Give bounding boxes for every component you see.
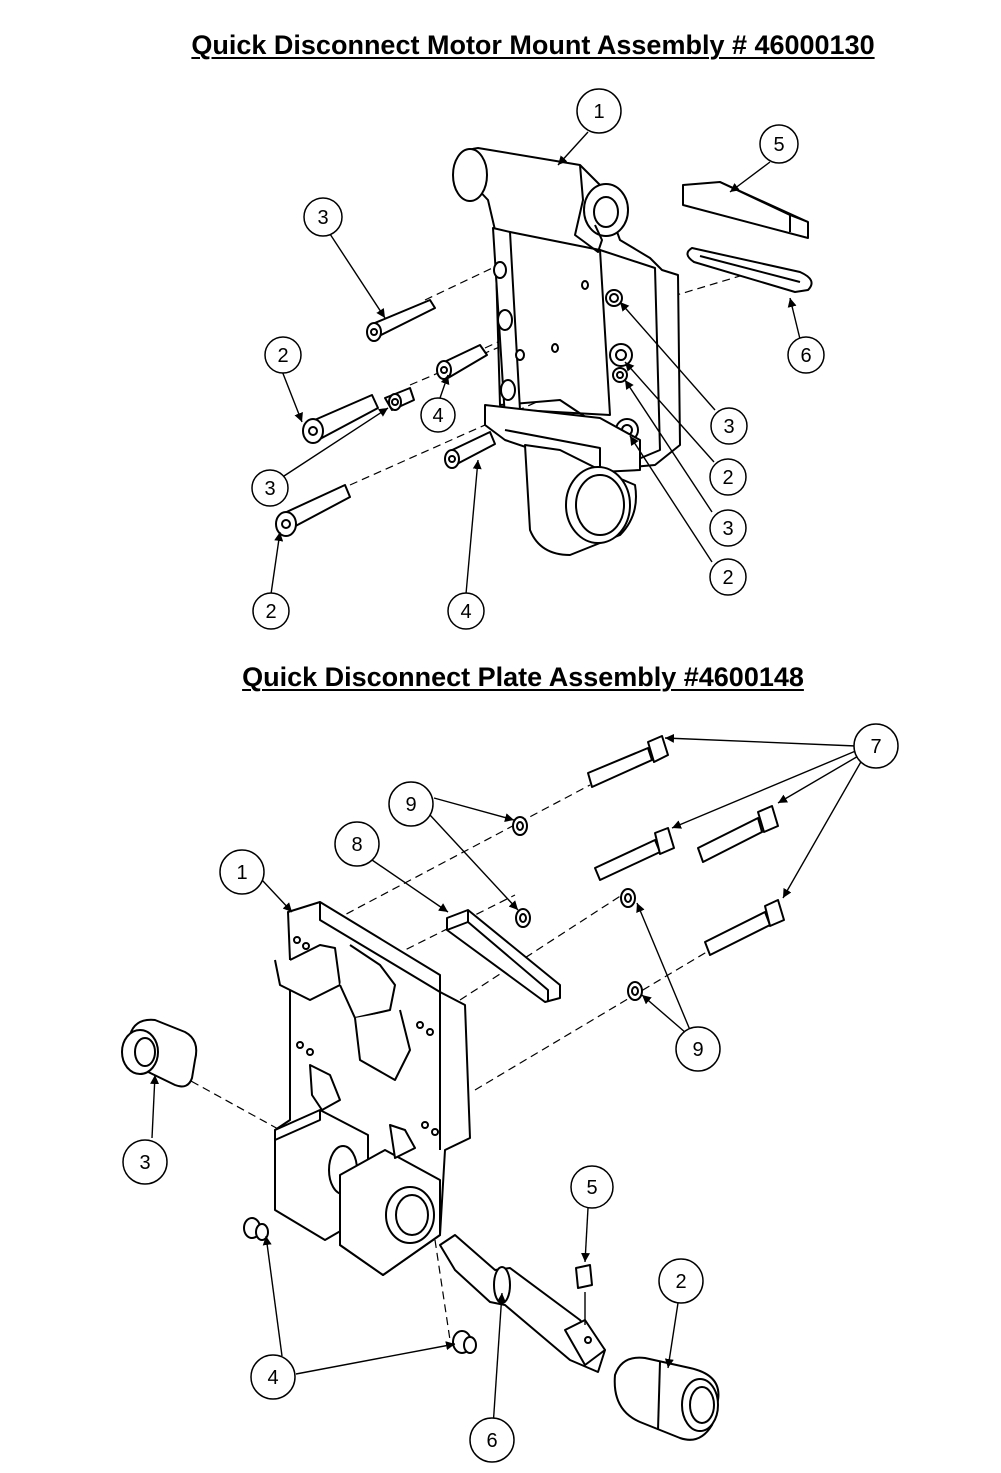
callout-label: 2	[722, 467, 733, 489]
set-screw	[575, 1264, 593, 1289]
callout-label: 7	[870, 736, 881, 758]
callout-bubble: 2	[709, 558, 747, 596]
callout-bubble: 3	[251, 469, 289, 507]
socket-head-screws	[275, 299, 496, 537]
callout-bubble: 3	[303, 197, 343, 237]
callout-bubble: 1	[576, 88, 622, 134]
callout-label: 6	[486, 1430, 497, 1452]
callout-label: 1	[236, 862, 247, 884]
callout-bubble: 7	[853, 723, 899, 769]
callout-label: 3	[264, 478, 275, 500]
callout-label: 6	[800, 345, 811, 367]
callout-label: 9	[405, 794, 416, 816]
callout-label: 2	[277, 345, 288, 367]
plate-callouts: 7 9 8 1 9 3 5 2 4 6	[122, 723, 899, 1463]
motor-mount-leaders	[270, 131, 801, 595]
callout-bubble: 1	[219, 849, 265, 895]
callout-label: 2	[675, 1271, 686, 1293]
callout-label: 2	[722, 567, 733, 589]
callout-label: 4	[460, 601, 471, 623]
callout-bubble: 2	[658, 1258, 704, 1304]
callout-label: 2	[265, 601, 276, 623]
callout-bubble: 2	[709, 458, 747, 496]
callout-label: 4	[432, 405, 443, 427]
motor-mount-drawing	[275, 147, 813, 556]
motor-mount-callouts: 1 5 3 2 4 6 3 3 2 3 2 2 4	[251, 88, 825, 630]
callout-label: 1	[593, 101, 604, 123]
callout-label: 4	[267, 1367, 278, 1389]
callout-label: 3	[317, 207, 328, 229]
callout-bubble: 5	[570, 1165, 614, 1209]
plate-leaders	[150, 733, 863, 1443]
callout-label: 8	[351, 834, 362, 856]
rounded-key-part	[686, 247, 813, 293]
callout-label: 3	[723, 416, 734, 438]
callout-bubble: 3	[710, 407, 748, 445]
plate-screws	[587, 735, 785, 956]
callout-bubble: 3	[122, 1139, 168, 1185]
callout-bubble: 4	[447, 592, 485, 630]
callout-label: 5	[586, 1177, 597, 1199]
plate-assembly-title: Quick Disconnect Plate Assembly #4600148	[242, 662, 804, 692]
callout-label: 3	[722, 518, 733, 540]
callout-bubble: 3	[709, 509, 747, 547]
plate-drawing	[121, 735, 785, 1441]
callout-bubble: 9	[388, 781, 434, 827]
callout-label: 9	[692, 1039, 703, 1061]
callout-bubble: 6	[469, 1417, 515, 1463]
callout-label: 5	[773, 134, 784, 156]
callout-bubble: 8	[334, 821, 380, 867]
callout-bubble: 2	[252, 592, 290, 630]
release-pin-shaft	[439, 1234, 606, 1373]
callout-bubble: 5	[759, 124, 799, 164]
motor-mount-assembly-title: Quick Disconnect Motor Mount Assembly # …	[191, 30, 875, 60]
callout-label: 3	[139, 1152, 150, 1174]
callout-bubble: 4	[420, 397, 456, 433]
callout-bubble: 4	[250, 1354, 296, 1400]
callout-bubble: 2	[264, 336, 302, 374]
callout-bubble: 6	[787, 336, 825, 374]
callout-bubble: 9	[675, 1026, 721, 1072]
